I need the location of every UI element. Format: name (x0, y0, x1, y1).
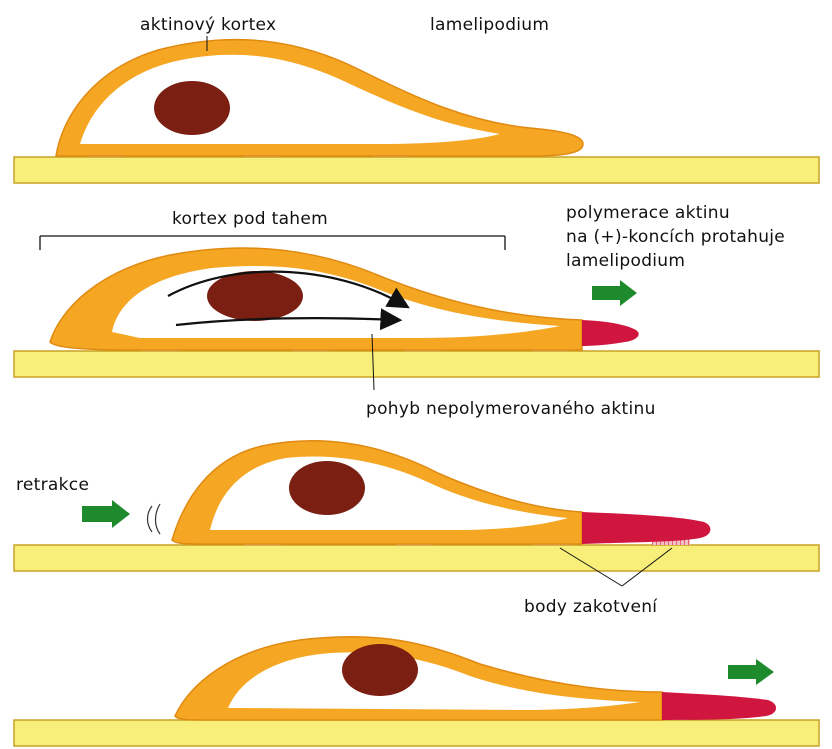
label-polymerization-line3: lamelipodium (566, 251, 685, 271)
label-polymerization-line2: na (+)-koncích protahuje (566, 227, 785, 247)
green-arrow-retraction (82, 500, 130, 528)
label-cortex-tension: kortex pod tahem (172, 209, 328, 229)
label-anchor-points: body zakotvení (524, 597, 658, 617)
cytoplasm (210, 456, 568, 530)
green-arrow-forward (592, 280, 637, 306)
label-actin-cortex: aktinový kortex (140, 15, 276, 35)
label-polymerization-line1: polymerace aktinu (566, 203, 730, 223)
label-lamellipodium: lamelipodium (430, 15, 549, 35)
nucleus (154, 81, 230, 135)
green-arrow-forward (728, 659, 774, 685)
polymerized-actin (662, 692, 776, 720)
polymerized-actin (582, 320, 639, 346)
tension-bracket (40, 236, 505, 250)
substrate (14, 720, 819, 746)
nucleus (342, 644, 418, 696)
substrate (14, 545, 819, 571)
polymerized-actin (582, 512, 710, 544)
label-retraction: retrakce (16, 475, 89, 495)
panel-3: retrakce body zakotvení (14, 441, 819, 617)
retraction-motion-lines (148, 504, 161, 534)
panel-1: aktinový kortex lamelipodium (14, 15, 819, 183)
substrate (14, 351, 819, 377)
nucleus (289, 461, 365, 515)
label-unpolymerized-flow: pohyb nepolymerovaného aktinu (366, 399, 656, 419)
panel-2: kortex pod tahem polymerace aktinu na (+… (14, 203, 819, 419)
panel-4 (14, 637, 819, 746)
cytoplasm (112, 266, 560, 338)
substrate (14, 157, 819, 183)
nucleus (207, 271, 303, 321)
